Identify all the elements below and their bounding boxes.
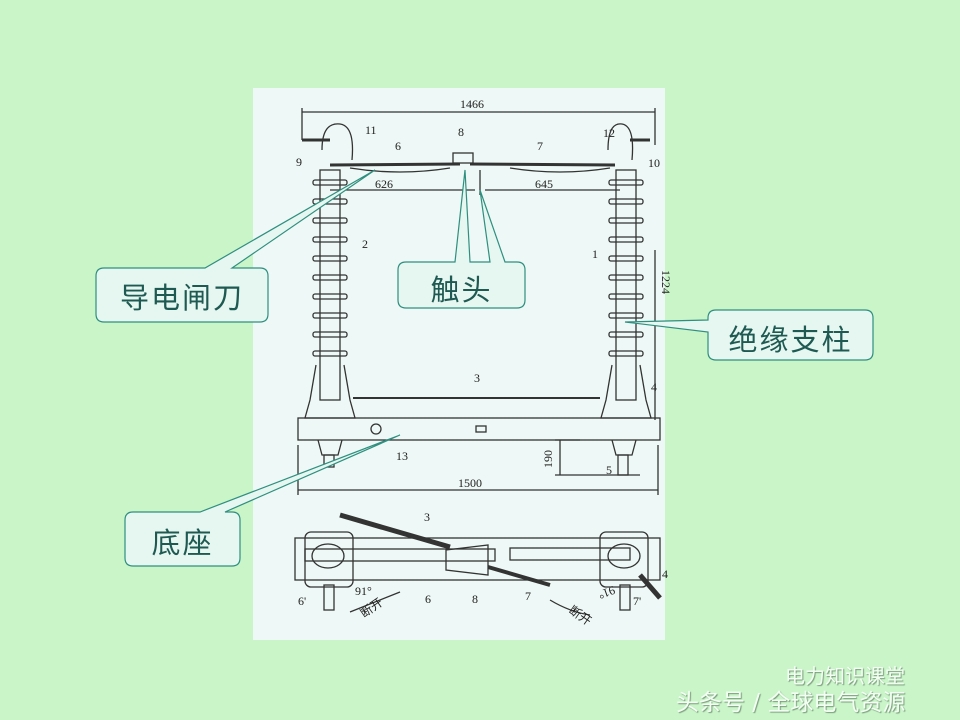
svg-text:5: 5 [606,463,612,477]
svg-text:13: 13 [396,449,408,463]
callout-blade: 导电闸刀 [119,281,244,315]
svg-text:10: 10 [648,156,660,170]
svg-text:7: 7 [525,589,531,603]
svg-text:4: 4 [662,567,668,581]
svg-text:7: 7 [537,139,543,153]
svg-text:6': 6' [298,594,306,608]
svg-text:3: 3 [474,371,480,385]
svg-text:1466: 1466 [460,97,484,111]
watermark-channel: 电力知识课堂 [785,664,905,688]
svg-text:8: 8 [472,592,478,606]
svg-text:1: 1 [592,247,598,261]
svg-text:8: 8 [458,125,464,139]
callout-contact: 触头 [430,273,493,307]
svg-text:6: 6 [395,139,401,153]
switch-top-view [294,512,662,616]
drawing-number-labels: 1466 626 645 1500 190 1224 1 2 3 4 5 6 7… [296,97,673,628]
drawing-panel [253,88,665,640]
callout-base: 底座 [151,526,214,560]
svg-text:91°: 91° [355,584,372,598]
watermark-source: 头条号 / 全球电气资源 [676,690,906,716]
svg-text:7': 7' [633,594,641,608]
switch-front-view [297,108,661,495]
svg-text:626: 626 [375,177,393,191]
svg-text:645: 645 [535,177,553,191]
svg-text:91°: 91° [596,583,617,602]
svg-text:1224: 1224 [659,270,673,294]
callout-insulator: 绝缘支柱 [728,323,853,357]
svg-text:1500: 1500 [458,476,482,490]
svg-text:12: 12 [603,126,615,140]
svg-text:2: 2 [362,237,368,251]
insulator-column [600,169,652,419]
svg-text:6: 6 [425,592,431,606]
svg-text:190: 190 [541,450,555,468]
svg-text:9: 9 [296,155,302,169]
svg-text:11: 11 [365,123,377,137]
callout-shapes [95,169,874,567]
svg-text:3: 3 [424,510,430,524]
svg-text:4: 4 [651,380,657,394]
